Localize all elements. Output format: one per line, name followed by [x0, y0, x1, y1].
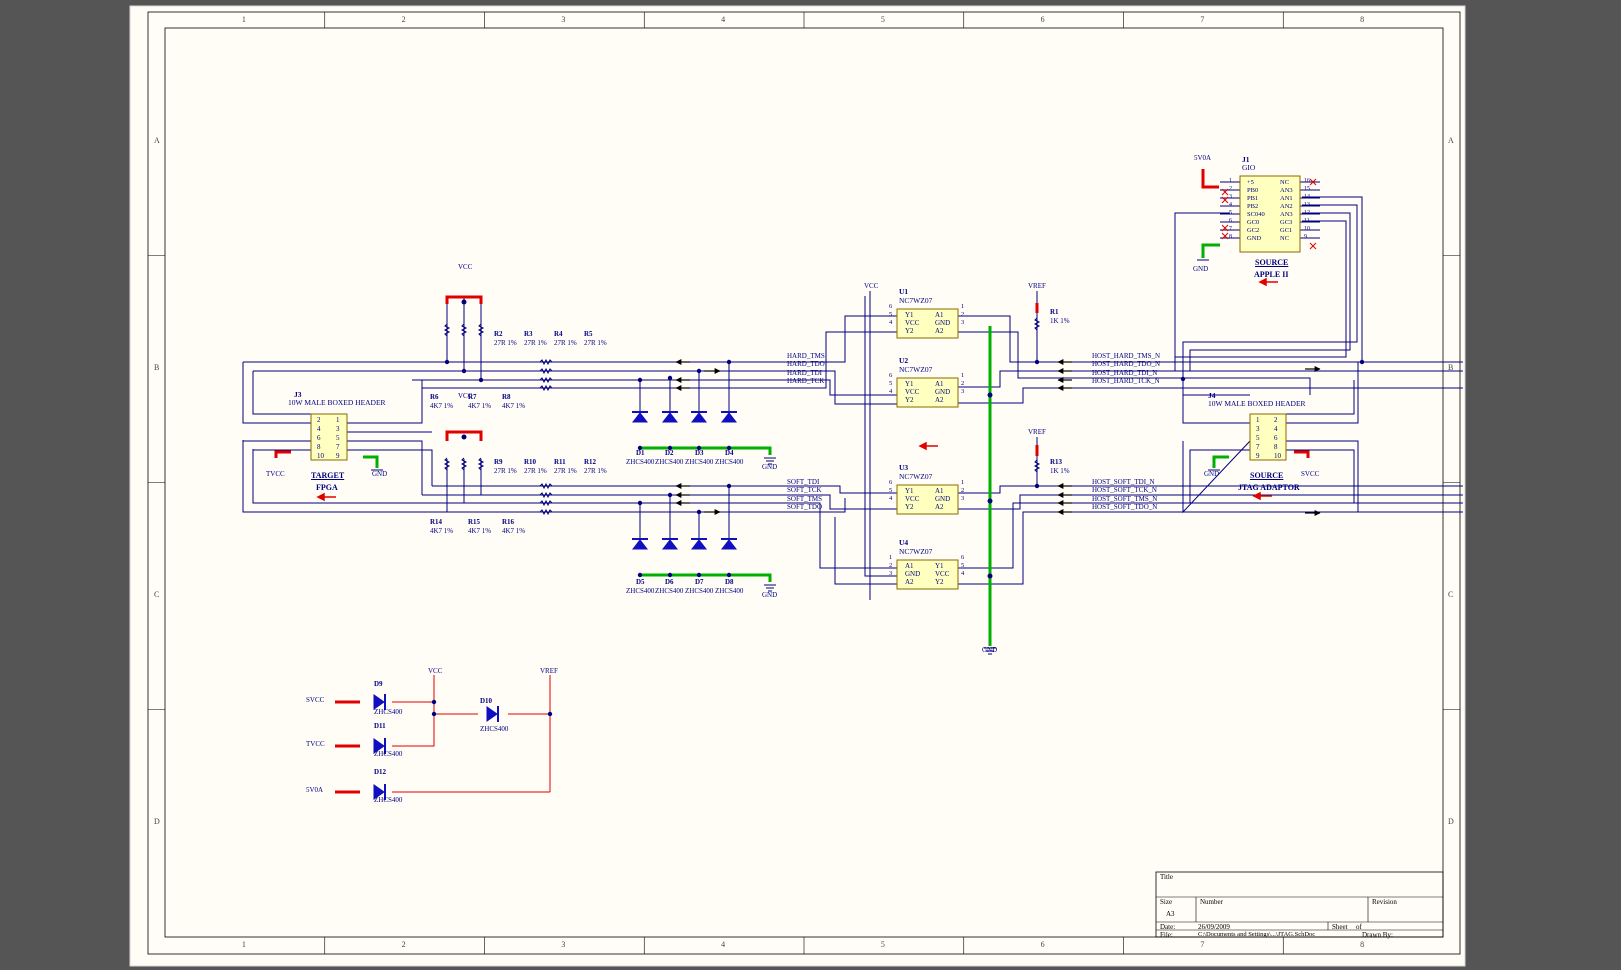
- junction-dots: [431, 299, 1365, 717]
- buffer-u1-body: [896, 308, 959, 339]
- j3-header-body: [310, 413, 348, 461]
- diode-symbols: [373, 411, 738, 800]
- j1-connector-body: [1239, 175, 1301, 253]
- title-block: [1155, 871, 1444, 938]
- wires-power: [274, 169, 1310, 794]
- net-arrows: [675, 359, 1321, 516]
- buffer-u2-body: [896, 377, 959, 408]
- zone-markers: [148, 12, 1460, 954]
- ground-symbols: [371, 259, 1220, 655]
- diode-d11-symbol: [373, 738, 386, 754]
- diode-d6-symbol: [661, 538, 679, 550]
- diode-d7-symbol: [690, 538, 708, 550]
- diode-d2-symbol: [661, 411, 679, 423]
- diode-d4-symbol: [720, 411, 738, 423]
- resistor-symbols: [443, 317, 1041, 516]
- diode-d3-symbol: [690, 411, 708, 423]
- diode-d1-symbol: [631, 411, 649, 423]
- flow-arrows: [316, 277, 1278, 502]
- buffer-u4-body: [896, 559, 959, 590]
- wires-ground: [363, 243, 1229, 646]
- nc-marks: [1221, 178, 1317, 250]
- wires-power-thin: [392, 675, 551, 793]
- buffer-u3-body: [896, 484, 959, 515]
- diode-d8-symbol: [720, 538, 738, 550]
- j4-header-body: [1249, 413, 1287, 461]
- diode-d10-symbol: [486, 706, 499, 722]
- diode-d12-symbol: [373, 784, 386, 800]
- diode-d5-symbol: [631, 538, 649, 550]
- diode-d9-symbol: [373, 694, 386, 710]
